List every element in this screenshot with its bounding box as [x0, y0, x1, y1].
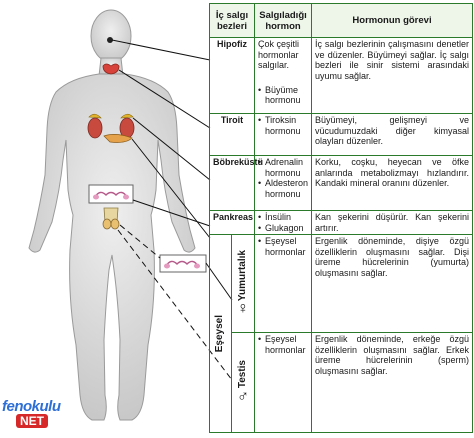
hormone-item: İnsülin — [258, 212, 308, 223]
table-row: Testis ♂ Eşeysel hormonlar Ergenlik döne… — [210, 332, 474, 433]
table-row: Eşeysel Yumurtalık ♀ Eşeysel hormonlar E… — [209, 234, 474, 433]
hormone-cell: Eşeysel hormonlar — [254, 234, 313, 333]
hormone-item: Aldesteron hormonu — [258, 178, 308, 199]
hormone-item: Adrenalin hormonu — [258, 157, 308, 178]
hormone-cell: Eşeysel hormonlar — [254, 332, 313, 433]
ovary-illustration — [88, 184, 134, 204]
hormone-cell: Çok çeşitli hormonlar salgılar. Büyüme h… — [254, 37, 313, 114]
female-symbol-icon: ♀ — [237, 300, 249, 318]
function-cell: İç salgı bezlerinin çalışmasını denetler… — [311, 37, 474, 114]
male-symbol-icon: ♂ — [237, 387, 249, 405]
gland-name: Hipofiz — [208, 37, 256, 114]
sex-group-label-cell: Eşeysel — [209, 234, 232, 433]
function-cell: Korku, coşku, heyecan ve öfke anlarında … — [311, 155, 474, 211]
sex-group-label: Eşeysel — [214, 314, 226, 353]
table-row: Hipofiz Çok çeşitli hormonlar salgılar. … — [208, 37, 474, 114]
adrenal-glands — [87, 113, 135, 139]
gland-name: Böbreküstü — [208, 155, 263, 211]
ovary-detail-box — [159, 254, 207, 273]
logo-badge: NET — [16, 414, 48, 428]
ovary-label: Yumurtalık — [236, 249, 248, 302]
pancreas-gland — [103, 134, 133, 143]
table-row: Tiroit Tiroksin hormonu Büyümeyi, gelişm… — [208, 113, 474, 156]
hormone-item: Tiroksin hormonu — [258, 115, 308, 136]
testis-illustration — [102, 207, 120, 230]
table-row: Böbreküstü Adrenalin hormonu Aldesteron … — [208, 155, 474, 211]
hormone-item: Eşeysel hormonlar — [258, 334, 308, 355]
hormone-item: Büyüme hormonu — [258, 85, 308, 106]
header-function: Hormonun görevi — [311, 3, 474, 38]
function-line: Kan şekerini düşürür. Kan şekerini artır… — [315, 212, 470, 233]
gland-name: Tiroit — [208, 113, 256, 156]
hormone-cell: İnsülin Glukagon — [254, 210, 313, 235]
header-row: İç salgı bezleri Salgıladığı hormon Horm… — [208, 3, 474, 38]
hormone-item: Eşeysel hormonlar — [258, 236, 308, 257]
thyroid-gland — [102, 63, 120, 75]
testis-label: Testis — [236, 360, 248, 389]
testis-label-cell: Testis ♂ — [230, 332, 256, 433]
header-gland: İç salgı bezleri — [208, 3, 256, 38]
fenokulu-logo: fenokulu NET — [2, 398, 66, 436]
endocrine-glands-table: İç salgı bezleri Salgıladığı hormon Horm… — [208, 3, 474, 433]
logo-text: fenokulu — [2, 398, 61, 415]
hormone-item: Çok çeşitli hormonlar salgılar. — [258, 39, 300, 70]
pointer-lines — [111, 39, 233, 381]
hormone-cell: Adrenalin hormonu Aldesteron hormonu — [254, 155, 313, 211]
ovary-label-cell: Yumurtalık ♀ — [230, 234, 256, 333]
pituitary-marker — [107, 37, 113, 43]
gland-name: Pankreas — [208, 210, 256, 235]
function-cell: Kan şekerini düşürür. Kan şekerini artır… — [311, 210, 474, 235]
function-cell: Büyümeyi, gelişmeyi ve vücudumuzdaki diğ… — [311, 113, 474, 156]
header-hormone: Salgıladığı hormon — [254, 3, 313, 38]
table-row: Pankreas İnsülin Glukagon Kan şekerini d… — [208, 210, 474, 235]
function-cell: Ergenlik döneminde, dişiye özgü özellikl… — [311, 234, 474, 333]
hormone-cell: Tiroksin hormonu — [254, 113, 313, 156]
function-cell: Ergenlik döneminde, erkeğe özgü özellikl… — [311, 332, 474, 433]
hormone-item: Glukagon — [258, 223, 308, 234]
